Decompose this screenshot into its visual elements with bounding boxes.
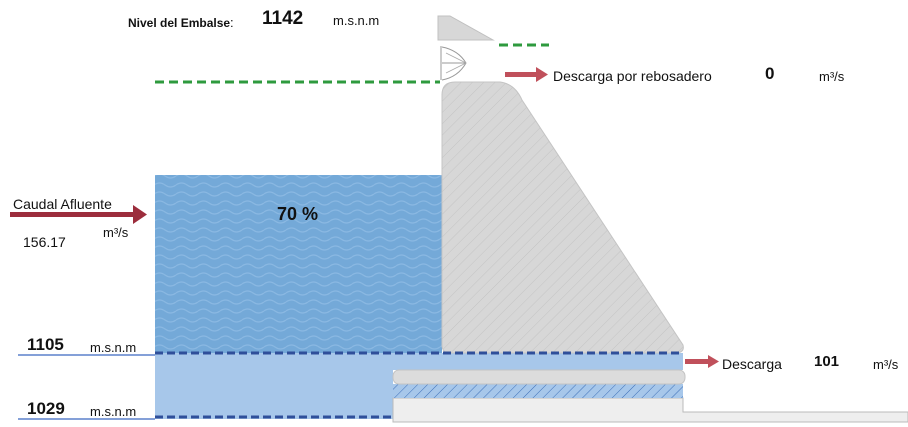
inflow-unit: m³/s [103,225,129,240]
spillway-unit: m³/s [819,69,845,84]
inflow-arrow-icon [10,205,147,224]
level-1029-unit: m.s.n.m [90,404,137,419]
spillway-value: 0 [765,64,775,83]
fill-percent: 70 % [277,204,319,224]
reservoir-level-unit: m.s.n.m [333,13,380,28]
reservoir-level-separator: : [230,15,234,30]
reservoir-water [155,175,683,419]
reservoir-level-row: Nivel del Embalse: [128,14,234,32]
spillway-label: Descarga por rebosadero [553,68,712,84]
inflow-label: Caudal Afluente [13,196,112,212]
spillway-arrow-icon [505,67,548,82]
discharge-label: Descarga [722,356,782,372]
crest-structure [437,15,495,81]
foundation [392,369,908,423]
level-1105-unit: m.s.n.m [90,340,137,355]
reservoir-level-value: 1142 [262,8,304,29]
level-1029-value: 1029 [27,399,65,418]
discharge-unit: m³/s [873,357,899,372]
inflow-value: 156.17 [23,234,66,250]
level-1105-value: 1105 [27,335,64,354]
discharge-value: 101 [814,353,840,370]
reservoir-level-label: Nivel del Embalse [128,16,231,30]
dam-body [441,81,684,354]
discharge-arrow-icon [685,355,719,368]
